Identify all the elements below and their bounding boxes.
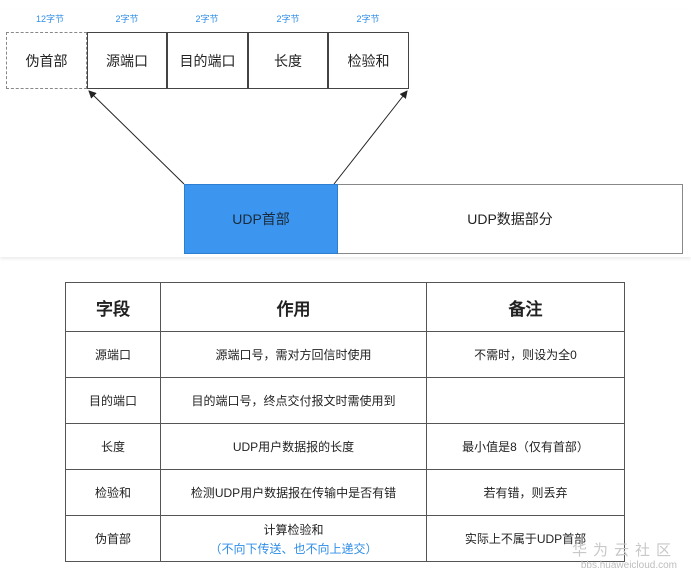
udp-data-label: UDP数据部分 (467, 211, 553, 227)
table-row: 源端口 源端口号，需对方回信时使用 不需时，则设为全0 (65, 331, 625, 378)
watermark-url: bbs.huaweicloud.com (580, 560, 677, 571)
size-label-source-port: 2字节 (115, 14, 139, 24)
header-field: 字段 (65, 282, 161, 332)
cell-remark: 若有错，则丢弃 (426, 469, 625, 516)
cell-remark: 最小值是8（仅有首部） (426, 423, 625, 470)
size-label-checksum: 2字节 (356, 14, 380, 24)
cell-field: 长度 (65, 423, 161, 470)
purpose-note: （不向下传送、也不向上递交） (209, 541, 378, 556)
watermark-text: 华为云社区 (571, 542, 677, 559)
field-label: 长度 (274, 52, 302, 69)
table-row: 长度 UDP用户数据报的长度 最小值是8（仅有首部） (65, 423, 625, 470)
udp-header-block: UDP首部 (184, 184, 338, 254)
size-label-dest-port: 2字节 (195, 14, 219, 24)
cell-field: 目的端口 (65, 377, 161, 424)
table-header-row: 字段 作用 备注 (65, 282, 625, 332)
field-dest-port: 目的端口 (167, 32, 248, 89)
udp-data-block: UDP数据部分 (338, 184, 683, 254)
fields-table-wrap: 字段 作用 备注 源端口 源端口号，需对方回信时使用 不需时，则设为全0 目的端… (65, 282, 625, 562)
cell-purpose: 源端口号，需对方回信时使用 (160, 331, 427, 378)
cell-field: 伪首部 (65, 515, 161, 562)
cell-remark: 实际上不属于UDP首部 (426, 515, 625, 562)
cell-purpose: UDP用户数据报的长度 (160, 423, 427, 470)
table-row: 检验和 检测UDP用户数据报在传输中是否有错 若有错，则丢弃 (65, 469, 625, 516)
table-row: 伪首部 计算检验和 （不向下传送、也不向上递交） 实际上不属于UDP首部 (65, 515, 625, 562)
header-purpose: 作用 (160, 282, 427, 332)
cell-purpose: 目的端口号，终点交付报文时需使用到 (160, 377, 427, 424)
udp-header-label: UDP首部 (232, 211, 290, 227)
cell-field: 检验和 (65, 469, 161, 516)
field-label: 目的端口 (179, 52, 236, 69)
field-label: 伪首部 (25, 52, 68, 69)
field-length: 长度 (248, 32, 328, 89)
table-row: 目的端口 目的端口号，终点交付报文时需使用到 (65, 377, 625, 424)
cell-purpose: 检测UDP用户数据报在传输中是否有错 (160, 469, 427, 516)
field-checksum: 检验和 (328, 32, 409, 89)
field-label: 检验和 (347, 52, 390, 69)
fields-table: 字段 作用 备注 源端口 源端口号，需对方回信时使用 不需时，则设为全0 目的端… (65, 282, 625, 562)
cell-remark: 不需时，则设为全0 (426, 331, 625, 378)
cell-purpose: 计算检验和 （不向下传送、也不向上递交） (160, 515, 427, 562)
field-source-port: 源端口 (87, 32, 167, 89)
cell-field: 源端口 (65, 331, 161, 378)
purpose-text: 计算检验和 (263, 522, 324, 537)
cell-remark (426, 377, 625, 424)
size-label-length: 2字节 (276, 14, 300, 24)
field-pseudo-header: 伪首部 (6, 32, 87, 89)
size-label-pseudo-header: 12字节 (35, 14, 64, 24)
watermark: 华为云社区 bbs.huaweicloud.com (572, 539, 677, 571)
field-label: 源端口 (106, 52, 148, 69)
header-remark: 备注 (426, 282, 625, 332)
